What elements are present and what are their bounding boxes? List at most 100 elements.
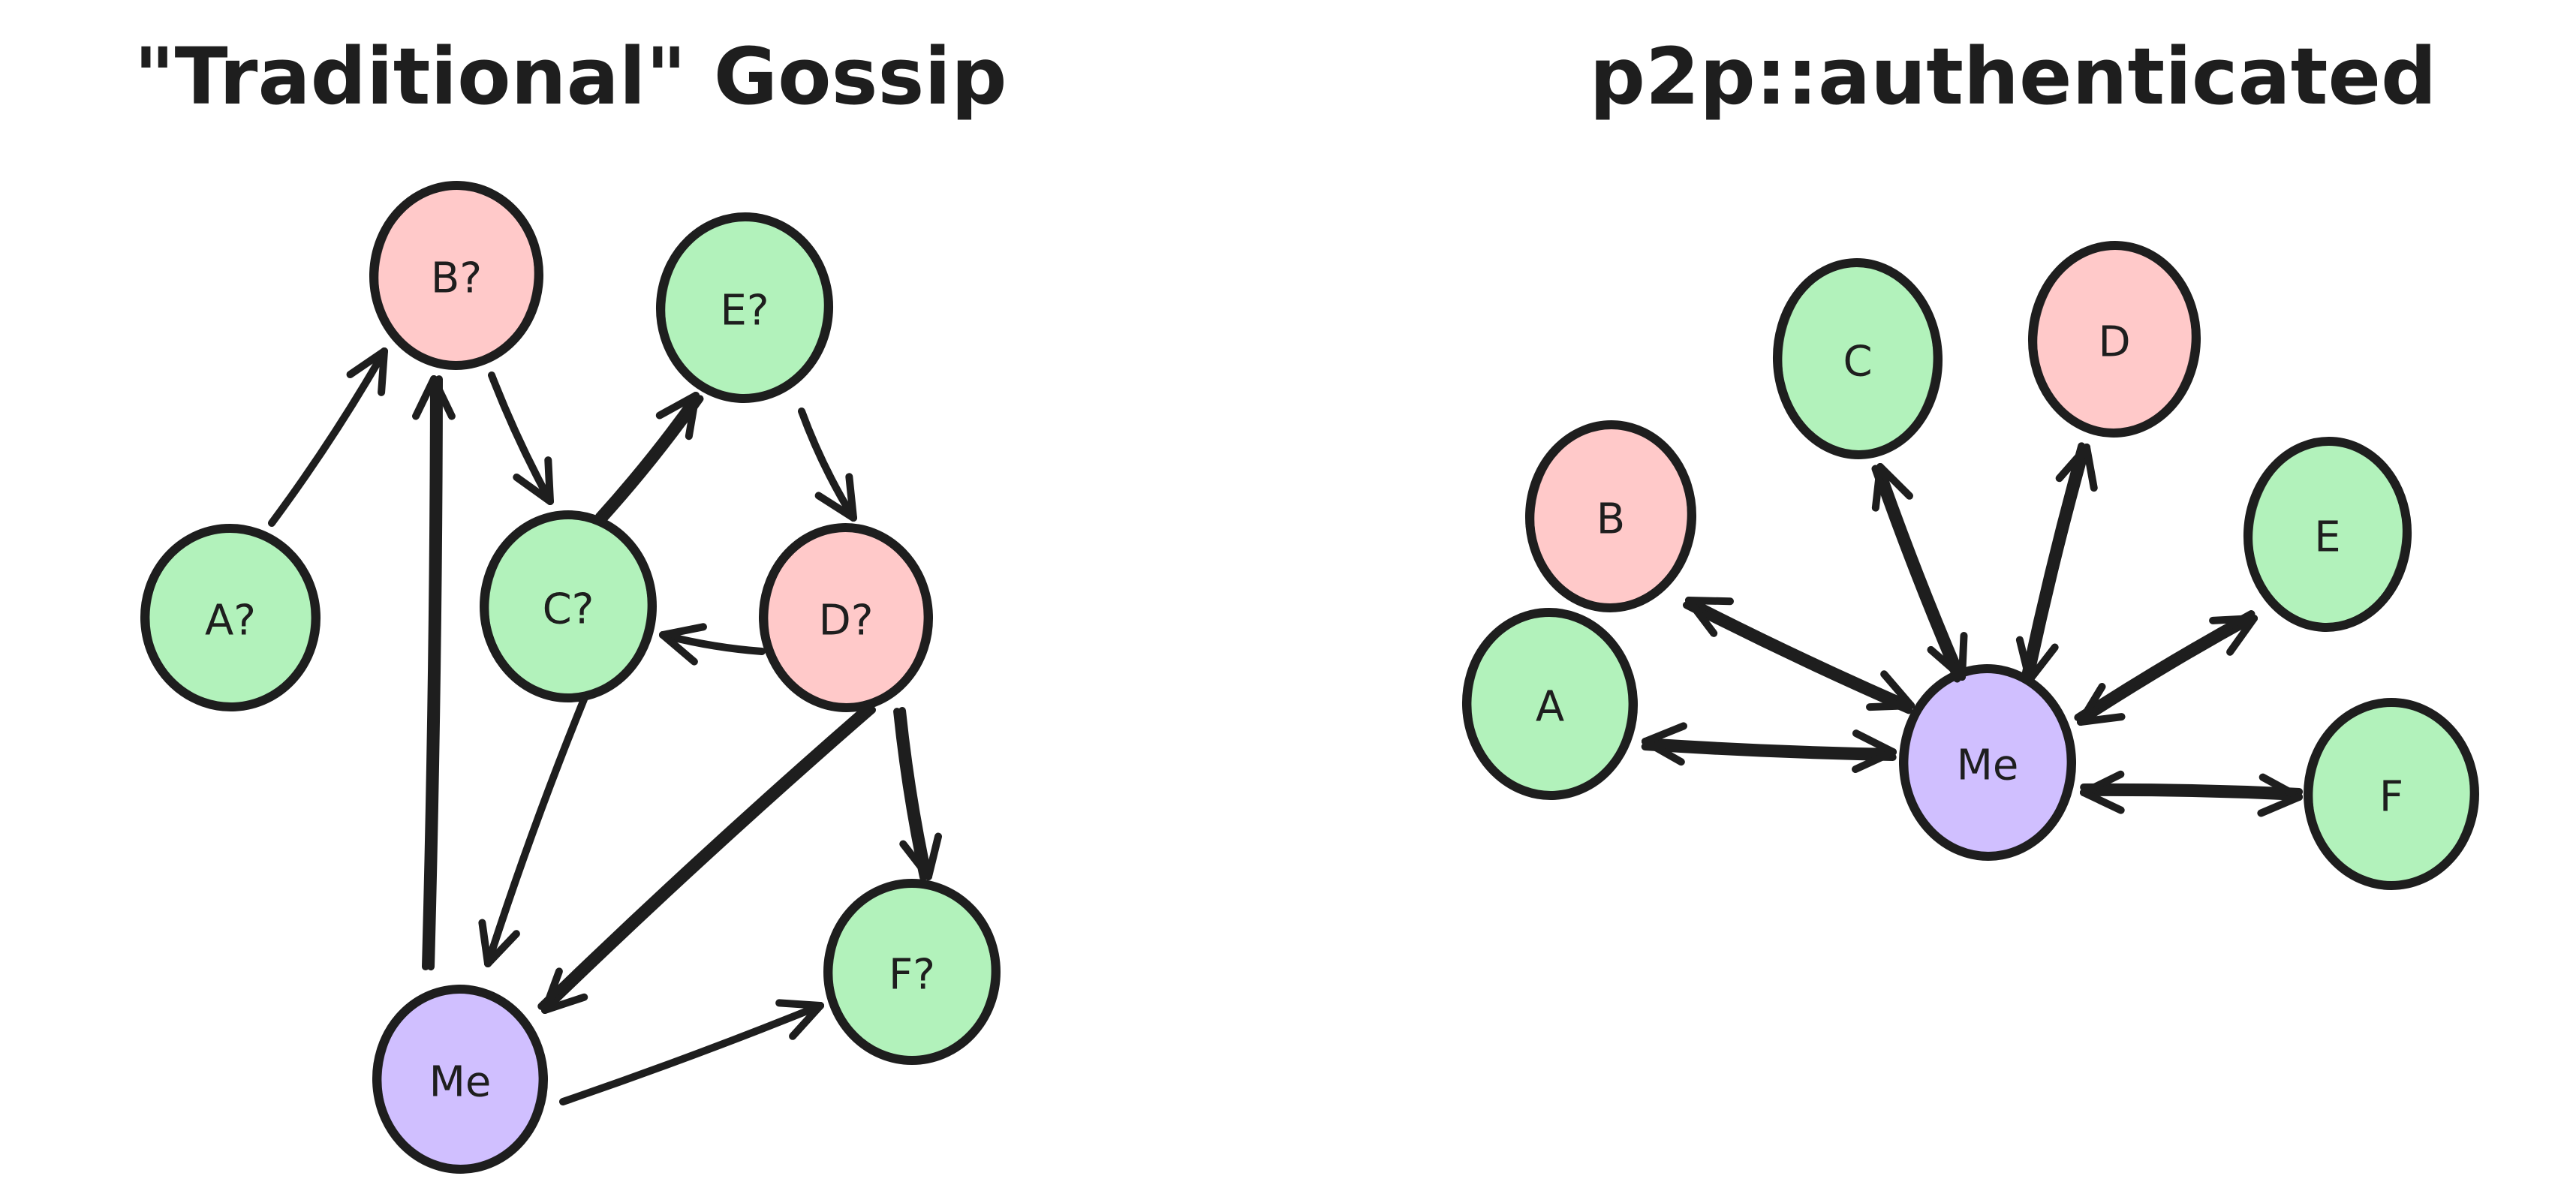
edge-shaft — [541, 706, 876, 1014]
arrowhead — [1852, 748, 1897, 774]
edge-p2p-me-e — [2074, 609, 2258, 726]
arrowhead — [1642, 722, 1688, 745]
arrowhead — [685, 392, 700, 441]
edge-shaft — [1683, 601, 1913, 714]
node-p2p-b: B — [1524, 420, 1697, 612]
edge-shaft — [1876, 463, 1966, 681]
arrowhead — [484, 930, 520, 967]
node-traditional-me: Me — [372, 985, 549, 1174]
node-label: E? — [720, 287, 769, 335]
panel-title-traditional: "Traditional" Gossip — [134, 31, 1007, 122]
node-ellipse-overdraw — [146, 525, 315, 711]
edge-shaft — [1871, 465, 1961, 683]
arrowhead — [2080, 770, 2125, 796]
node-p2p-me: Me — [1898, 664, 2077, 861]
arrowhead — [925, 832, 943, 880]
arrowhead — [1685, 597, 1734, 606]
node-label: E — [2314, 513, 2340, 562]
node-label: F — [2379, 773, 2403, 822]
arrowhead — [1880, 670, 1915, 709]
node-ellipse-overdraw — [2309, 699, 2474, 889]
arrowhead — [2015, 636, 2033, 684]
node-label: D? — [819, 597, 874, 645]
edge-traditional-d-to-c — [659, 623, 766, 666]
edge-shaft — [1685, 597, 1915, 709]
edge-shaft — [2021, 442, 2086, 683]
node-ellipse-overdraw — [485, 511, 652, 702]
edge-shaft — [488, 371, 554, 505]
edge-traditional-a-to-b — [268, 347, 388, 527]
arrowhead — [2083, 444, 2098, 492]
edge-traditional-c-to-e — [595, 392, 704, 524]
edge-traditional-e-to-d — [798, 408, 857, 522]
arrowhead — [1958, 632, 1968, 681]
edge-shaft — [599, 395, 704, 524]
edge-traditional-d-to-me — [537, 702, 876, 1014]
node-p2p-f: F — [2304, 698, 2479, 890]
edge-shaft — [268, 347, 388, 527]
node-traditional-d: D? — [758, 523, 934, 712]
edge-shaft — [537, 702, 873, 1010]
edge-shaft — [2077, 615, 2258, 726]
edge-p2p-me-c — [1871, 463, 1968, 683]
edge-shaft — [1642, 738, 1897, 756]
arrowhead — [789, 1002, 824, 1040]
node-label: B — [1596, 495, 1625, 544]
edge-shaft — [898, 707, 932, 880]
arrowhead — [378, 347, 388, 396]
arrowhead — [541, 967, 563, 1014]
arrowhead — [544, 456, 554, 505]
node-p2p-a: A — [1461, 608, 1639, 800]
node-traditional-b: B? — [369, 181, 544, 370]
node-traditional-e: E? — [655, 212, 834, 403]
node-ellipse-overdraw — [764, 524, 928, 711]
edge-p2p-me-a — [1641, 722, 1897, 774]
node-p2p-e: E — [2243, 437, 2412, 632]
edge-p2p-me-b — [1683, 597, 1915, 714]
node-ellipse-overdraw — [661, 213, 828, 402]
edge-shaft — [798, 408, 857, 522]
arrowhead — [899, 840, 932, 880]
node-traditional-a: A? — [140, 524, 321, 711]
node-ellipse-overdraw — [1530, 421, 1691, 612]
edge-traditional-me-to-b — [412, 375, 456, 971]
arrowhead — [430, 375, 456, 420]
panel-title-p2p: p2p::authenticated — [1590, 31, 2437, 122]
arrowhead — [1871, 463, 1884, 512]
node-ellipse-overdraw — [1467, 609, 1633, 799]
edge-shaft — [426, 375, 443, 971]
node-p2p-c: C — [1772, 258, 1943, 459]
arrowhead — [2257, 793, 2303, 817]
arrowhead — [2209, 615, 2258, 624]
arrowhead — [1866, 702, 1915, 711]
arrowhead — [2077, 682, 2106, 726]
arrowhead — [2055, 444, 2090, 483]
node-ellipse-overdraw — [378, 985, 543, 1173]
node-ellipse-overdraw — [2033, 242, 2195, 437]
edge-p2p-me-f — [2080, 770, 2304, 817]
arrowhead — [346, 347, 388, 379]
edge-shaft — [422, 375, 438, 970]
edge-traditional-c-to-me — [478, 696, 588, 967]
node-ellipse-overdraw — [2249, 438, 2406, 631]
edge-shaft — [2026, 444, 2090, 684]
arrowhead — [659, 631, 698, 666]
arrowhead — [1927, 645, 1966, 681]
arrowhead — [655, 392, 700, 420]
edge-shaft — [659, 631, 766, 655]
node-ellipse-overdraw — [1778, 259, 1937, 459]
edge-p2p-me-d — [2015, 442, 2098, 684]
edge-traditional-b-to-c — [488, 371, 554, 505]
edge-shaft — [2080, 788, 2303, 801]
edge-traditional-d-to-f — [893, 707, 943, 882]
edge-shaft — [559, 1002, 824, 1105]
edge-shaft — [484, 696, 588, 967]
node-p2p-d: D — [2027, 241, 2201, 438]
node-label: A — [1536, 683, 1564, 732]
edge-shaft — [2074, 609, 2256, 721]
arrowhead — [541, 993, 588, 1014]
arrowhead — [513, 473, 554, 505]
arrowhead — [775, 999, 824, 1009]
node-label: C? — [543, 585, 594, 634]
